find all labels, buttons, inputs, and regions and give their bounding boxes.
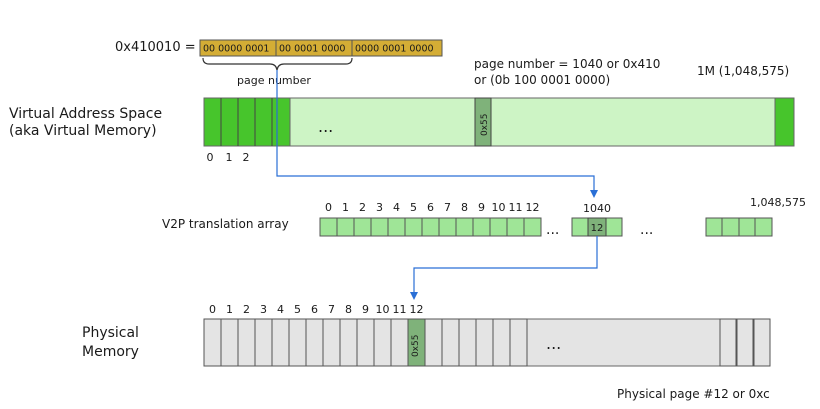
v2p-index: 3 <box>376 201 383 214</box>
address-bits-group-2: 00 0001 0000 <box>279 44 345 55</box>
physical-memory-bar <box>203 318 771 367</box>
v2p-cell <box>438 217 457 237</box>
physical-page <box>492 318 511 367</box>
physical-index: 8 <box>345 303 352 316</box>
physical-page <box>271 318 290 367</box>
page-number-note-line1: page number = 1040 or 0x410 <box>474 57 660 71</box>
physical-index: 11 <box>393 303 407 316</box>
physical-index: 5 <box>294 303 301 316</box>
page-number-note-line2: or (0b 100 0001 0000) <box>474 73 610 87</box>
v2p-array <box>319 217 542 237</box>
brace-label: page number <box>237 74 311 87</box>
physical-page <box>475 318 494 367</box>
vas-index-2: 2 <box>243 151 250 164</box>
vas-title-line1: Virtual Address Space <box>9 106 162 122</box>
physical-page <box>424 318 443 367</box>
v2p-cell <box>387 217 406 237</box>
physical-page-tail <box>736 318 754 367</box>
physical-index: 6 <box>311 303 318 316</box>
physical-index: 12 <box>410 303 424 316</box>
physical-page <box>220 318 239 367</box>
v2p-cell <box>319 217 338 237</box>
address-bits-group-1: 00 0000 0001 <box>203 44 269 55</box>
v2p-cell <box>336 217 355 237</box>
physical-page <box>322 318 341 367</box>
physical-index: 0 <box>209 303 216 316</box>
address-bits-group-3: 0000 0001 0000 <box>355 44 434 55</box>
v2p-ellipsis-1: ... <box>546 222 559 238</box>
v2p-cell <box>404 217 423 237</box>
physical-page-tail <box>719 318 737 367</box>
physical-page <box>339 318 358 367</box>
v2p-index: 12 <box>526 201 540 214</box>
vas-index-1: 1 <box>226 151 233 164</box>
page-number-brace <box>202 57 353 71</box>
v2p-index: 1 <box>342 201 349 214</box>
address-bits: 00 0000 0001 00 0001 0000 0000 0001 0000 <box>199 39 443 57</box>
v2p-title: V2P translation array <box>162 217 289 231</box>
vas-ellipsis: ... <box>318 117 333 136</box>
physical-page <box>441 318 460 367</box>
v2p-cell <box>353 217 372 237</box>
physical-title-line1: Physical <box>82 325 139 341</box>
physical-page <box>254 318 273 367</box>
vas-page-marker: 0x55 <box>480 113 490 136</box>
v2p-entry-value: 12 <box>591 223 604 234</box>
v2p-index: 9 <box>478 201 485 214</box>
v2p-index: 8 <box>461 201 468 214</box>
v2p-index: 5 <box>410 201 417 214</box>
physical-page <box>305 318 324 367</box>
physical-index: 9 <box>362 303 369 316</box>
physical-ellipsis: ... <box>546 334 561 353</box>
physical-title-line2: Memory <box>82 344 139 360</box>
physical-page-tail <box>753 318 771 367</box>
physical-page <box>237 318 256 367</box>
physical-index: 4 <box>277 303 284 316</box>
v2p-index: 0 <box>325 201 332 214</box>
v2p-tail <box>705 217 773 237</box>
vas-title-line2: (aka Virtual Memory) <box>9 123 157 139</box>
physical-page-marker: 0x55 <box>411 334 421 357</box>
physical-index: 2 <box>243 303 250 316</box>
v2p-cell <box>370 217 389 237</box>
v2p-cell <box>472 217 491 237</box>
v2p-last-index: 1,048,575 <box>750 196 806 209</box>
v2p-ellipsis-2: ... <box>640 222 653 238</box>
v2p-index: 2 <box>359 201 366 214</box>
v2p-index: 10 <box>492 201 506 214</box>
physical-page <box>288 318 307 367</box>
v2p-index: 4 <box>393 201 400 214</box>
physical-page <box>390 318 409 367</box>
physical-page <box>509 318 528 367</box>
v2p-cell <box>506 217 525 237</box>
physical-page <box>458 318 477 367</box>
v2p-index: 6 <box>427 201 434 214</box>
v2p-entry-index: 1040 <box>583 202 611 215</box>
vas-bar <box>203 97 795 147</box>
vas-size-label: 1M (1,048,575) <box>697 64 789 78</box>
vas-index-0: 0 <box>207 151 214 164</box>
v2p-cell <box>455 217 474 237</box>
physical-index: 3 <box>260 303 267 316</box>
physical-index: 7 <box>328 303 335 316</box>
arrow-page-number-to-v2p <box>276 70 598 198</box>
v2p-index: 7 <box>444 201 451 214</box>
physical-index: 10 <box>376 303 390 316</box>
v2p-cell <box>421 217 440 237</box>
physical-page <box>356 318 375 367</box>
address-label: 0x410010 = <box>115 40 196 55</box>
v2p-cell <box>523 217 542 237</box>
physical-index: 1 <box>226 303 233 316</box>
physical-caption: Physical page #12 or 0xc <box>617 387 770 401</box>
arrow-v2p-to-physical <box>410 236 598 300</box>
v2p-index: 11 <box>509 201 523 214</box>
physical-page <box>203 318 222 367</box>
physical-page <box>373 318 392 367</box>
v2p-cell <box>489 217 508 237</box>
